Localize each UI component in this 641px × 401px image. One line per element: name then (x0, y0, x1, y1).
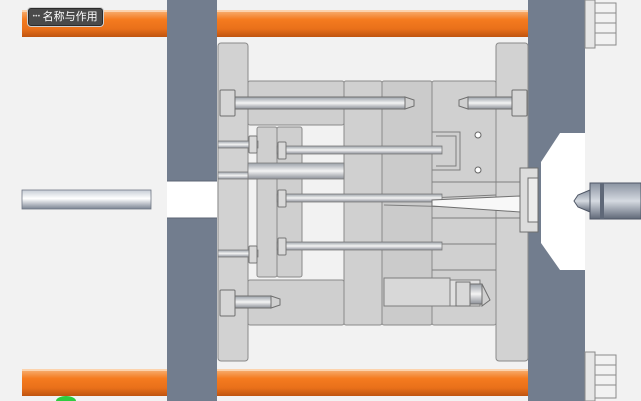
ejector-rod (21, 189, 152, 210)
return-pin (217, 140, 259, 149)
return-pin (217, 249, 259, 258)
name-function-button[interactable]: ••• 名称与作用 (28, 8, 103, 26)
core-back-plate (343, 80, 383, 326)
ejector-pin (276, 145, 443, 155)
mold-assembly (217, 42, 529, 362)
moving-clamp-plate (217, 42, 249, 362)
injection-nozzle (573, 182, 641, 220)
name-function-label: 名称与作用 (42, 10, 98, 23)
tie-bar-top (22, 10, 528, 37)
tie-bar-nut-top (584, 0, 617, 49)
socket-head-screw-lower-right (455, 281, 491, 307)
ejector-pin (276, 241, 443, 251)
socket-head-screw-bottom (219, 289, 281, 317)
ejector-retainer-plate (256, 126, 278, 278)
cavity-hole-top (474, 131, 482, 139)
cavity-hole-bottom (474, 166, 482, 174)
tie-bar-nut-bottom (584, 351, 617, 401)
status-indicator (56, 396, 76, 401)
pin-heads (248, 135, 287, 264)
socket-head-screw-right (458, 89, 528, 117)
moving-platen (167, 0, 217, 401)
tie-bar-bottom (22, 369, 528, 396)
socket-head-screw-top (219, 89, 415, 117)
sprue-bushing (431, 167, 539, 233)
guide-pin (247, 162, 345, 180)
menu-dots-icon: ••• (32, 13, 41, 20)
ejector-pins (217, 140, 443, 258)
ejector-pin (276, 193, 443, 203)
